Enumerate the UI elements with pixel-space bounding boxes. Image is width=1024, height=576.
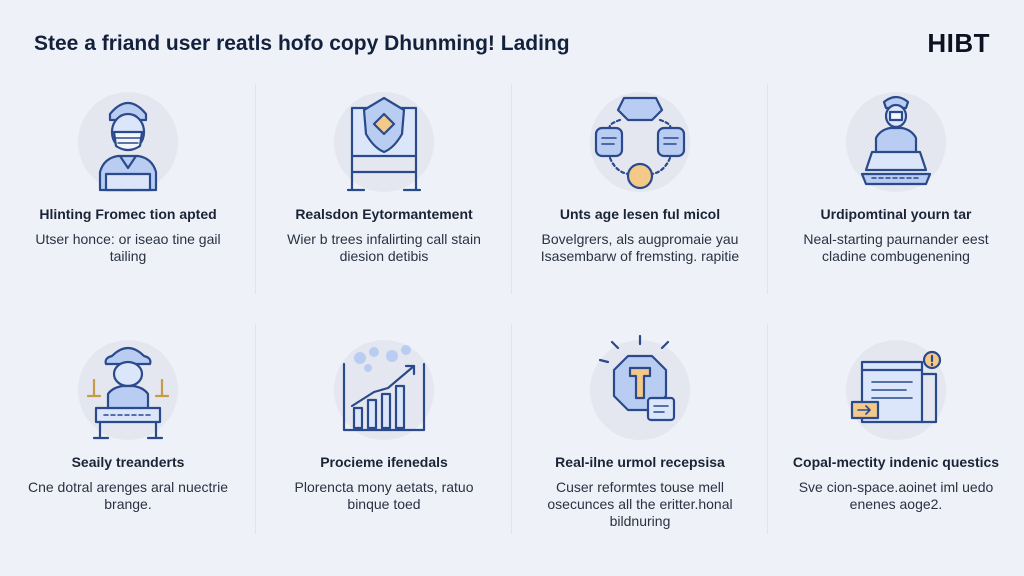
column-divider <box>767 324 768 534</box>
feature-card: Unts age lesen ful micol Bovelgrers, als… <box>512 78 768 318</box>
security-badge-icon <box>590 334 690 444</box>
document-alert-icon <box>846 334 946 444</box>
column-divider <box>255 324 256 534</box>
feature-title: Urdipomtinal yourn tar <box>820 206 972 222</box>
shield-billboard-icon <box>334 86 434 196</box>
feature-card: Realsdon Eytormantement Wier b trees inf… <box>256 78 512 318</box>
feature-title: Hlinting Fromec tion apted <box>39 206 217 222</box>
feature-description: Utser honce: or iseao tine gail tailing <box>35 231 221 264</box>
masked-person-icon <box>78 86 178 196</box>
feature-grid: Hlinting Fromec tion apted Utser honce: … <box>0 78 1024 576</box>
cycle-arrows-icon <box>590 86 690 196</box>
feature-title: Realsdon Eytormantement <box>295 206 473 222</box>
growth-chart-icon <box>334 334 434 444</box>
justice-scales-icon <box>78 334 178 444</box>
person-at-laptop-icon <box>846 86 946 196</box>
feature-title: Prociеme ifenedals <box>320 454 448 470</box>
feature-card: Urdipomtinal yourn tar Neal-starting pau… <box>768 78 1024 318</box>
feature-card: Hlinting Fromec tion apted Utser honce: … <box>0 78 256 318</box>
column-divider <box>255 84 256 294</box>
feature-card: Prociеme ifenedals Plorencta mony aetats… <box>256 326 512 566</box>
feature-description: Neal-starting paurnander eest cladine co… <box>803 231 989 264</box>
feature-description: Plorencta mony aetats, ratuo binque toed <box>294 479 474 512</box>
column-divider <box>511 84 512 294</box>
feature-description: Wier b trees infalirting call stain dies… <box>287 231 481 264</box>
column-divider <box>767 84 768 294</box>
page-title: Stee a friand user reatls hofo copy Dhun… <box>34 32 570 55</box>
feature-card: Copal-mectity indenic questics Sve cion-… <box>768 326 1024 566</box>
feature-description: Cne dotral arenges aral nuectrie brange. <box>27 479 228 512</box>
column-divider <box>511 324 512 534</box>
feature-description: Sve cion-space.aoinet iml uedo enenes ao… <box>798 479 994 512</box>
feature-card: Seaily treanderts Cne dotral arenges ara… <box>0 326 256 566</box>
feature-title: Copal-mectity indenic questics <box>792 454 1000 470</box>
feature-card: Real-ilne urmol recepsisa Cuser reformte… <box>512 326 768 566</box>
brand-logo: HIBT <box>927 28 990 58</box>
feature-description: Cuser reformtes touse mell osecunces all… <box>547 479 733 529</box>
page-header: Stee a friand user reatls hofo copy Dhun… <box>0 0 1024 80</box>
feature-description: Bovelgrers, als augpromaie yau Isasembar… <box>540 231 740 264</box>
feature-title: Unts age lesen ful micol <box>559 206 721 222</box>
feature-title: Seaily treanderts <box>71 454 185 470</box>
feature-title: Real-ilne urmol recepsisa <box>555 454 725 470</box>
